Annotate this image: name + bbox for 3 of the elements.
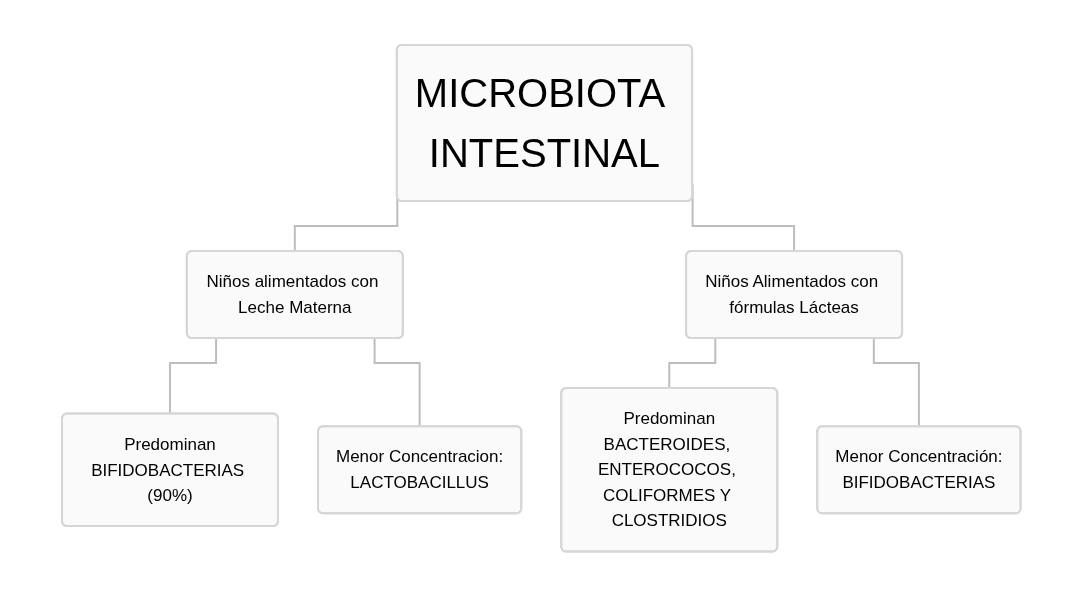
connector [668, 337, 717, 390]
connector [873, 337, 921, 428]
connector [373, 337, 422, 428]
